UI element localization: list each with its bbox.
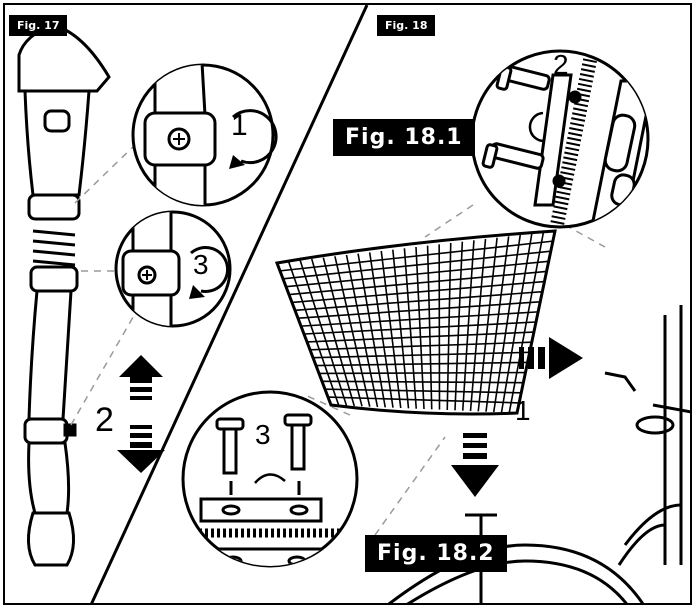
step-number: 3 (255, 419, 271, 450)
rotate-arrow-icon (528, 111, 546, 143)
guide-lines (70, 142, 606, 536)
basket-wire (312, 351, 530, 359)
rotate-arrow-icon (190, 245, 230, 293)
right-arrow-icon (519, 337, 583, 379)
basket-wire (291, 280, 545, 304)
basket-wire (318, 371, 526, 375)
basket-wire (315, 361, 528, 367)
bicycle-frame (387, 305, 690, 603)
basket-wire (327, 396, 520, 404)
step-number: 3 (193, 249, 209, 280)
instruction-sheet: Fig. 17 Fig. 18 Fig. 18.1 Fig. 18.2 1 3 … (3, 3, 692, 605)
up-down-arrow-icon (117, 355, 165, 473)
step-number: 2 (553, 49, 569, 80)
down-arrow-icon (229, 481, 301, 495)
figure-17-label: Fig. 17 (9, 15, 68, 36)
basket-wire (297, 300, 541, 320)
figure-18-1-label: Fig. 18.1 (333, 119, 475, 156)
arrow-head-icon (189, 285, 205, 299)
down-arrow-icon (451, 433, 499, 497)
step-number: 2 (95, 401, 114, 439)
wire-basket (274, 229, 557, 416)
panel-divider (90, 5, 369, 603)
rotate-arrow-icon (254, 473, 286, 484)
rotate-arrow-icon (232, 109, 278, 165)
assembly-illustration (17, 5, 690, 603)
figure-18-2-label: Fig. 18.2 (365, 535, 507, 572)
basket-wire (279, 240, 553, 272)
basket-wire (285, 260, 549, 288)
basket-wire (306, 331, 534, 343)
figure-18-label: Fig. 18 (377, 15, 436, 36)
basket-wire (300, 311, 539, 327)
basket-wire (294, 290, 543, 312)
arrow-head-icon (229, 155, 245, 169)
basket-wire (324, 388, 522, 394)
basket-wire (309, 341, 532, 351)
basket-wire (288, 270, 547, 296)
step-number: 1 (515, 395, 531, 426)
basket-wire (282, 250, 551, 280)
basket-wire (303, 321, 537, 335)
basket-wire (321, 380, 524, 384)
kickstand-drawing (17, 23, 111, 567)
step-number: 1 (231, 109, 248, 142)
